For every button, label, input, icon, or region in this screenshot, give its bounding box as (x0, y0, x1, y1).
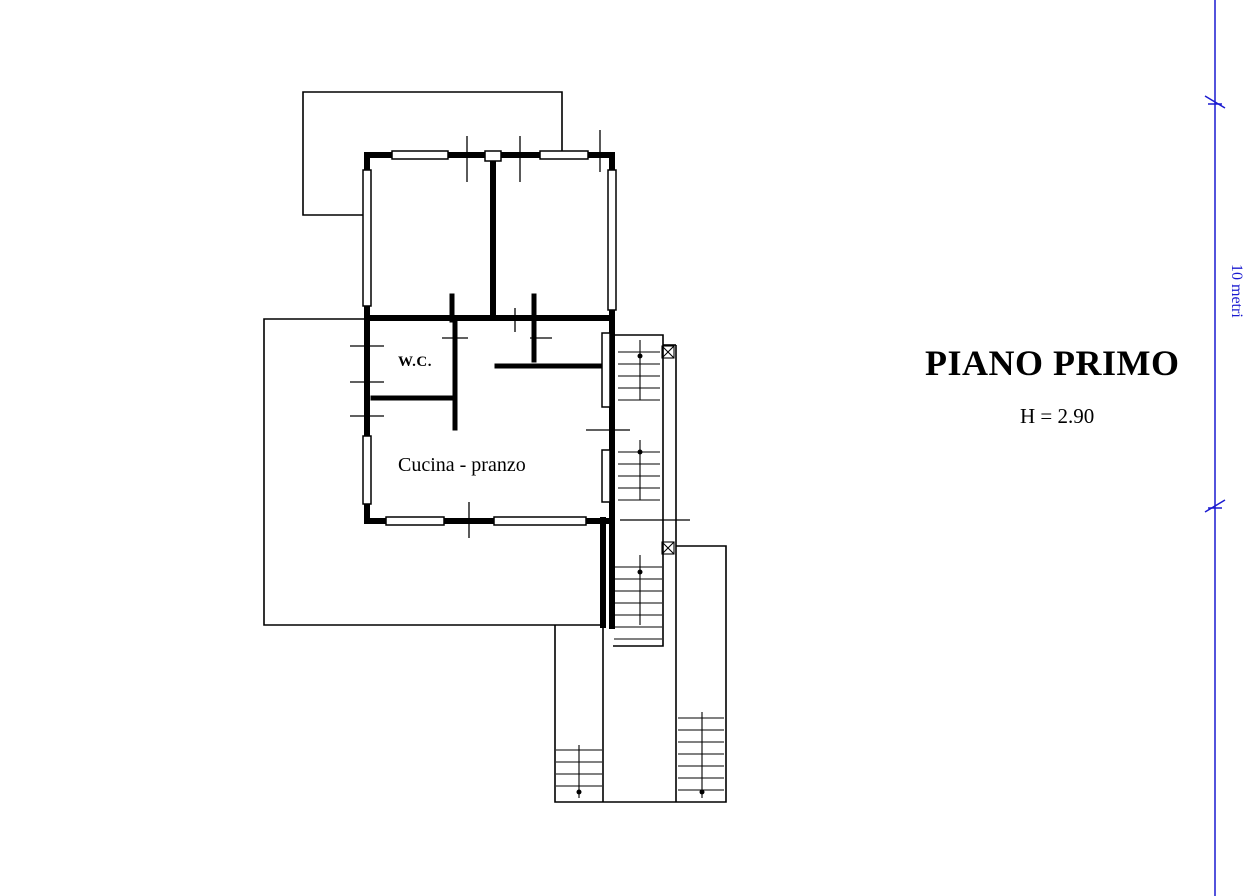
walls (364, 152, 615, 629)
kitchen-label: Cucina - pranzo (398, 454, 526, 476)
stair-flight-middle (614, 555, 662, 640)
stairs (556, 340, 724, 798)
floor-title: PIANO PRIMO (925, 343, 1180, 383)
x-marks (661, 345, 675, 555)
opening-marks (350, 130, 690, 540)
stair-direction-dots (576, 353, 705, 795)
stair-flight-lower-left (556, 745, 602, 798)
terrace-outlines (263, 91, 727, 803)
stair-flight-upper (618, 340, 660, 501)
scale-label: 10 metri (1228, 264, 1245, 318)
wc-label: W.C. (398, 354, 432, 370)
stair-flight-lower-right (678, 712, 724, 798)
scale-bar (1204, 0, 1226, 896)
floor-height: H = 2.90 (1020, 404, 1095, 428)
windows (362, 150, 617, 526)
